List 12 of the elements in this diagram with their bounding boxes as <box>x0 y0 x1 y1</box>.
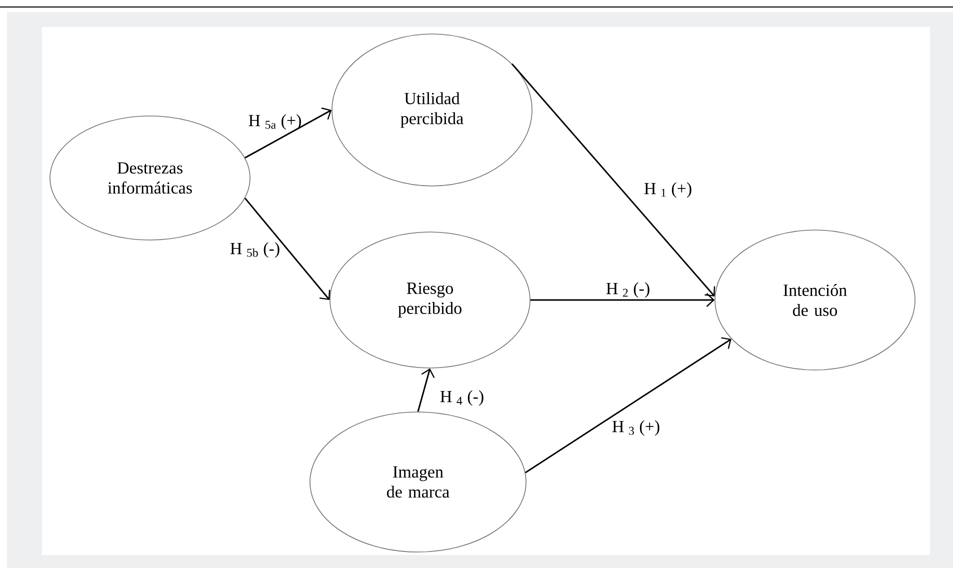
edge-label: H $_{2}$ (-) <box>606 282 650 298</box>
edge-label: H $_{4}$ (-) <box>440 390 484 406</box>
arrow <box>244 198 330 300</box>
arrow <box>417 368 435 412</box>
arrow <box>511 63 716 296</box>
edge-label: H $_{5b}$ (-) <box>230 242 280 258</box>
arrow <box>525 337 732 474</box>
edge-label: H $_{1}$ (+) <box>644 182 692 198</box>
edge-label: H $_{3}$ (+) <box>612 420 660 436</box>
arrow <box>530 293 715 307</box>
edge-label: H $_{5a}$ (+) <box>248 114 301 130</box>
arrow <box>244 108 332 158</box>
